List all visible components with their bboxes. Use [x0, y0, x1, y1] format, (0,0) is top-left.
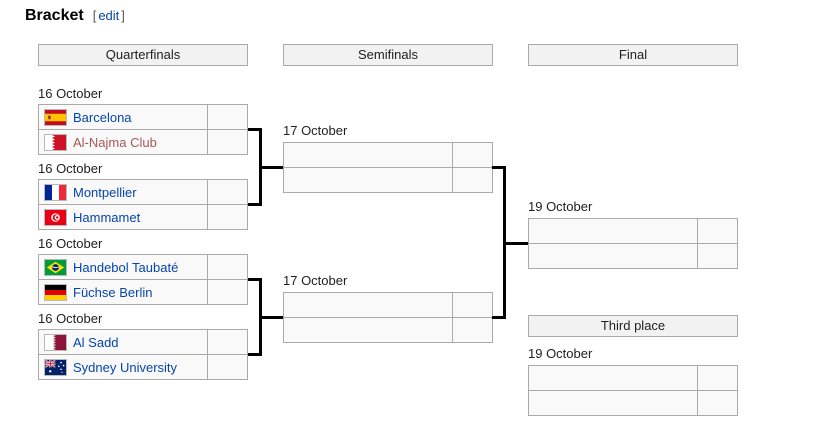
score-cell: [697, 366, 737, 390]
match-date: 17 October: [283, 273, 348, 288]
score-cell: [207, 355, 247, 379]
match-date: 16 October: [38, 236, 103, 251]
bracket-connector-line: [248, 203, 262, 206]
team-row: Al Sadd: [39, 330, 247, 354]
score-cell: [452, 143, 492, 167]
team-link-fuchse-berlin[interactable]: Füchse Berlin: [73, 284, 153, 300]
team-row: [529, 219, 737, 243]
score-cell: [697, 391, 737, 415]
match-date: 16 October: [38, 86, 103, 101]
team-cell: Montpellier: [39, 180, 207, 204]
brazil-flag-icon: [44, 258, 67, 276]
team-cell: [529, 219, 697, 243]
score-cell: [207, 255, 247, 279]
match-final: [528, 218, 738, 269]
team-cell: Al-Najma Club: [39, 130, 207, 154]
team-row: Sydney University: [39, 354, 247, 379]
team-cell: [284, 293, 452, 317]
score-cell: [207, 280, 247, 304]
bracket-connector-line: [492, 166, 506, 169]
team-cell: [529, 391, 697, 415]
score-cell: [207, 180, 247, 204]
team-cell: [284, 318, 452, 342]
team-row: Al-Najma Club: [39, 129, 247, 154]
team-row: [529, 366, 737, 390]
section-heading: Bracket [edit]: [25, 7, 125, 25]
match-date: 19 October: [528, 346, 593, 361]
team-link-hammamet[interactable]: Hammamet: [73, 209, 141, 225]
team-cell: [284, 143, 452, 167]
score-cell: [697, 219, 737, 243]
score-cell: [207, 130, 247, 154]
match-quarterfinal-3: Handebol Taubaté Füchse Berlin: [38, 254, 248, 305]
score-cell: [452, 293, 492, 317]
bracket-connector-line: [259, 316, 283, 319]
match-third-place: [528, 365, 738, 416]
team-row: Barcelona: [39, 105, 247, 129]
edit-link[interactable]: edit: [98, 8, 120, 23]
team-cell: Barcelona: [39, 105, 207, 129]
round-header-third-place: Third place: [528, 315, 738, 337]
edit-section: [edit]: [93, 8, 125, 23]
edit-bracket-close: ]: [121, 8, 125, 23]
bracket-connector-line: [492, 316, 506, 319]
team-link-al-najma-club[interactable]: Al-Najma Club: [73, 134, 157, 150]
round-header-final: Final: [528, 44, 738, 66]
bracket-connector-line: [503, 242, 528, 245]
score-cell: [207, 330, 247, 354]
score-cell: [452, 168, 492, 192]
bracket-connector-line: [248, 278, 262, 281]
team-cell: Handebol Taubaté: [39, 255, 207, 279]
score-cell: [207, 105, 247, 129]
team-row: [284, 293, 492, 317]
match-date: 19 October: [528, 199, 593, 214]
bahrain-flag-icon: [44, 133, 67, 151]
team-link-sydney-university[interactable]: Sydney University: [73, 359, 178, 375]
bracket-connector-line: [259, 166, 283, 169]
team-row: [284, 143, 492, 167]
match-quarterfinal-4: Al Sadd Sydney University: [38, 329, 248, 380]
team-link-barcelona[interactable]: Barcelona: [73, 109, 132, 125]
bracket-connector-line: [248, 128, 262, 131]
team-row: [284, 317, 492, 342]
team-cell: [529, 366, 697, 390]
page-title: Bracket: [25, 7, 84, 24]
team-link-al-sadd[interactable]: Al Sadd: [73, 334, 119, 350]
match-date: 17 October: [283, 123, 348, 138]
bracket-connector-line: [248, 353, 262, 356]
team-row: Handebol Taubaté: [39, 255, 247, 279]
france-flag-icon: [44, 183, 67, 201]
team-row: [529, 243, 737, 268]
score-cell: [207, 205, 247, 229]
team-row: Füchse Berlin: [39, 279, 247, 304]
score-cell: [697, 244, 737, 268]
germany-flag-icon: [44, 283, 67, 301]
team-cell: Hammamet: [39, 205, 207, 229]
match-semifinal-2: [283, 292, 493, 343]
australia-flag-icon: [44, 358, 67, 376]
team-link-handebol-taubate[interactable]: Handebol Taubaté: [73, 259, 179, 275]
match-date: 16 October: [38, 311, 103, 326]
match-semifinal-1: [283, 142, 493, 193]
team-cell: Füchse Berlin: [39, 280, 207, 304]
spain-flag-icon: [44, 108, 67, 126]
tunisia-flag-icon: [44, 208, 67, 226]
team-link-montpellier[interactable]: Montpellier: [73, 184, 137, 200]
match-quarterfinal-1: Barcelona Al-Najma Club: [38, 104, 248, 155]
team-row: [284, 167, 492, 192]
team-cell: Al Sadd: [39, 330, 207, 354]
round-header-semifinals: Semifinals: [283, 44, 493, 66]
team-row: Montpellier: [39, 180, 247, 204]
match-date: 16 October: [38, 161, 103, 176]
score-cell: [452, 318, 492, 342]
round-header-quarterfinals: Quarterfinals: [38, 44, 248, 66]
qatar-flag-icon: [44, 333, 67, 351]
match-quarterfinal-2: Montpellier Hammamet: [38, 179, 248, 230]
team-cell: Sydney University: [39, 355, 207, 379]
team-row: Hammamet: [39, 204, 247, 229]
edit-bracket-open: [: [92, 8, 97, 23]
team-cell: [529, 244, 697, 268]
team-cell: [284, 168, 452, 192]
team-row: [529, 390, 737, 415]
